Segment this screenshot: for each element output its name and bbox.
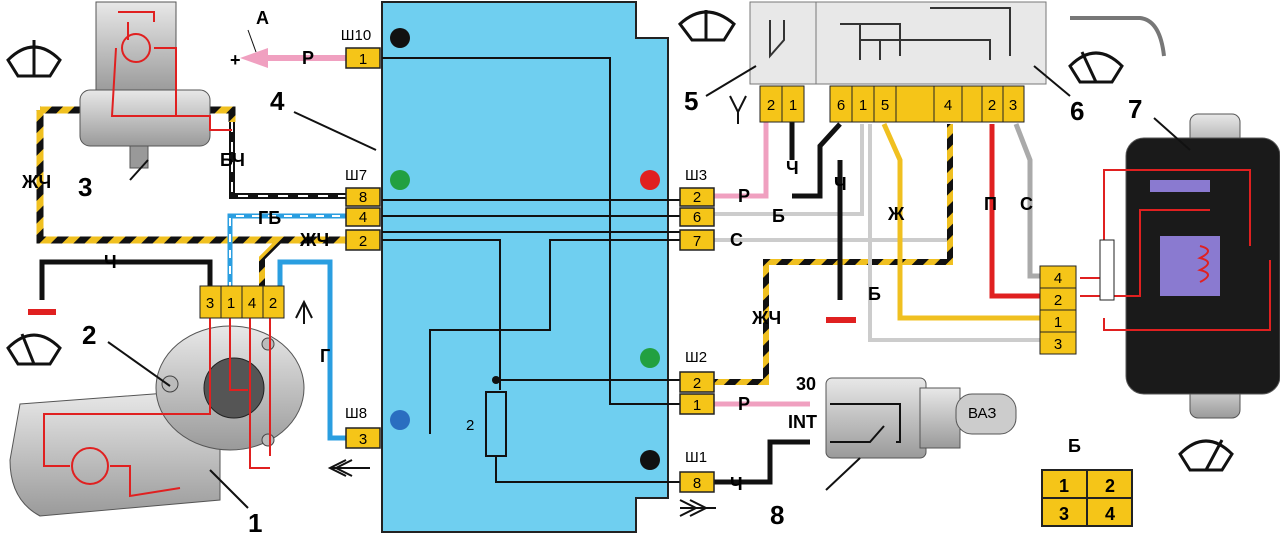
svg-text:Р: Р: [738, 394, 750, 414]
svg-text:4: 4: [359, 209, 367, 226]
stalk-icon: [1070, 16, 1166, 57]
svg-text:Ч: Ч: [786, 158, 799, 178]
svg-text:ГБ: ГБ: [258, 208, 281, 228]
dot-sh8: [390, 410, 410, 430]
svg-text:7: 7: [693, 233, 701, 250]
ignition-switch: ВАЗ 30 INT: [788, 374, 1017, 459]
wiper-icon: [6, 10, 1234, 472]
svg-text:1: 1: [859, 97, 867, 114]
svg-text:1: 1: [693, 397, 701, 414]
svg-text:2: 2: [1105, 476, 1115, 496]
svg-text:Ш7: Ш7: [345, 167, 367, 184]
svg-text:1: 1: [227, 295, 235, 312]
svg-text:Р: Р: [302, 48, 314, 68]
svg-text:БЧ: БЧ: [220, 150, 245, 170]
dot-sh2: [640, 348, 660, 368]
svg-text:4: 4: [944, 97, 952, 114]
dot-sh1: [640, 450, 660, 470]
svg-text:2: 2: [269, 295, 277, 312]
svg-text:3: 3: [206, 295, 214, 312]
svg-text:1: 1: [1054, 314, 1062, 331]
svg-text:Ш1: Ш1: [685, 449, 707, 466]
svg-text:2: 2: [693, 189, 701, 206]
block-traces: [382, 57, 682, 483]
detail-b-label: Б: [1068, 436, 1081, 456]
svg-text:3: 3: [1059, 504, 1069, 524]
svg-text:2: 2: [767, 97, 775, 114]
svg-text:30: 30: [796, 374, 816, 394]
svg-text:ЖЧ: ЖЧ: [751, 308, 781, 328]
svg-text:Ч: Ч: [104, 252, 117, 272]
svg-text:Ш8: Ш8: [345, 405, 367, 422]
svg-text:8: 8: [693, 475, 701, 492]
svg-text:2: 2: [693, 375, 701, 392]
wiper-motor: [9, 318, 305, 517]
svg-text:С: С: [730, 230, 743, 250]
svg-text:Ш10: Ш10: [341, 27, 371, 44]
svg-text:Г: Г: [320, 346, 330, 366]
plug-labels: Ш10 Ш7 Ш8 Ш3 Ш2 Ш1: [341, 27, 707, 466]
control-block: [381, 1, 669, 533]
svg-text:1: 1: [789, 97, 797, 114]
dot-sh7: [390, 170, 410, 190]
svg-text:Ш2: Ш2: [685, 349, 707, 366]
svg-text:ЖЧ: ЖЧ: [299, 230, 329, 250]
svg-text:Ч: Ч: [730, 474, 743, 494]
svg-text:2: 2: [988, 97, 996, 114]
motor-connector: 3 1 4 2: [199, 285, 285, 319]
block-pins: [345, 47, 715, 493]
svg-text:INT: INT: [788, 412, 817, 432]
svg-text:Ж: Ж: [887, 204, 905, 224]
svg-text:4: 4: [1054, 270, 1062, 287]
svg-text:Ш3: Ш3: [685, 167, 707, 184]
dot-sh10: [390, 28, 410, 48]
svg-text:7: 7: [1128, 94, 1142, 124]
svg-text:6: 6: [837, 97, 845, 114]
callouts: + А 3 4 2 1 5 6 7 8: [78, 8, 1191, 538]
plug-symbols: [295, 95, 747, 517]
svg-text:5: 5: [684, 86, 698, 116]
svg-text:2: 2: [359, 233, 367, 250]
svg-text:Р: Р: [738, 186, 750, 206]
svg-text:6: 6: [1070, 96, 1084, 126]
svg-text:2: 2: [1054, 292, 1062, 309]
svg-text:3: 3: [359, 431, 367, 448]
relay-pins: 4 2 1 3: [1039, 265, 1077, 355]
svg-text:ЖЧ: ЖЧ: [21, 172, 51, 192]
svg-text:П: П: [984, 194, 997, 214]
svg-text:1: 1: [248, 508, 262, 536]
svg-text:3: 3: [1009, 97, 1017, 114]
svg-text:Ч: Ч: [834, 174, 847, 194]
wiper-relay: [1080, 113, 1280, 419]
svg-text:3: 3: [1054, 336, 1062, 353]
fuse: [485, 391, 507, 457]
svg-text:1: 1: [359, 51, 367, 68]
svg-text:С: С: [1020, 194, 1033, 214]
svg-text:Б: Б: [772, 206, 785, 226]
svg-text:6: 6: [693, 209, 701, 226]
washer-pump: [79, 1, 232, 169]
svg-text:2: 2: [82, 320, 96, 350]
svg-text:5: 5: [881, 97, 889, 114]
svg-text:1: 1: [1059, 476, 1069, 496]
svg-text:4: 4: [1105, 504, 1115, 524]
wires: [28, 48, 1040, 485]
svg-text:3: 3: [78, 172, 92, 202]
svg-text:4: 4: [270, 86, 285, 116]
svg-text:+: +: [230, 50, 241, 70]
svg-text:А: А: [256, 8, 269, 28]
svg-text:Б: Б: [868, 284, 881, 304]
svg-text:4: 4: [248, 295, 256, 312]
column-switch: 2 1 6 1 5 4 2 3: [749, 1, 1047, 123]
block-pin-labels: 1 8 4 2 3 2 6 7 2 1 8: [359, 51, 701, 492]
svg-text:8: 8: [359, 189, 367, 206]
svg-text:ВАЗ: ВАЗ: [968, 405, 996, 422]
fuse-label: 2: [466, 417, 474, 434]
svg-text:8: 8: [770, 500, 784, 530]
dot-sh3: [640, 170, 660, 190]
detail-b-connector: 1 2 3 4: [1041, 469, 1133, 527]
wire-labels: Р БЧ ЖЧ ГБ ЖЧ Ч Г Р Б С ЖЧ Р Ч Ч Ч Ж П С…: [21, 48, 1033, 494]
